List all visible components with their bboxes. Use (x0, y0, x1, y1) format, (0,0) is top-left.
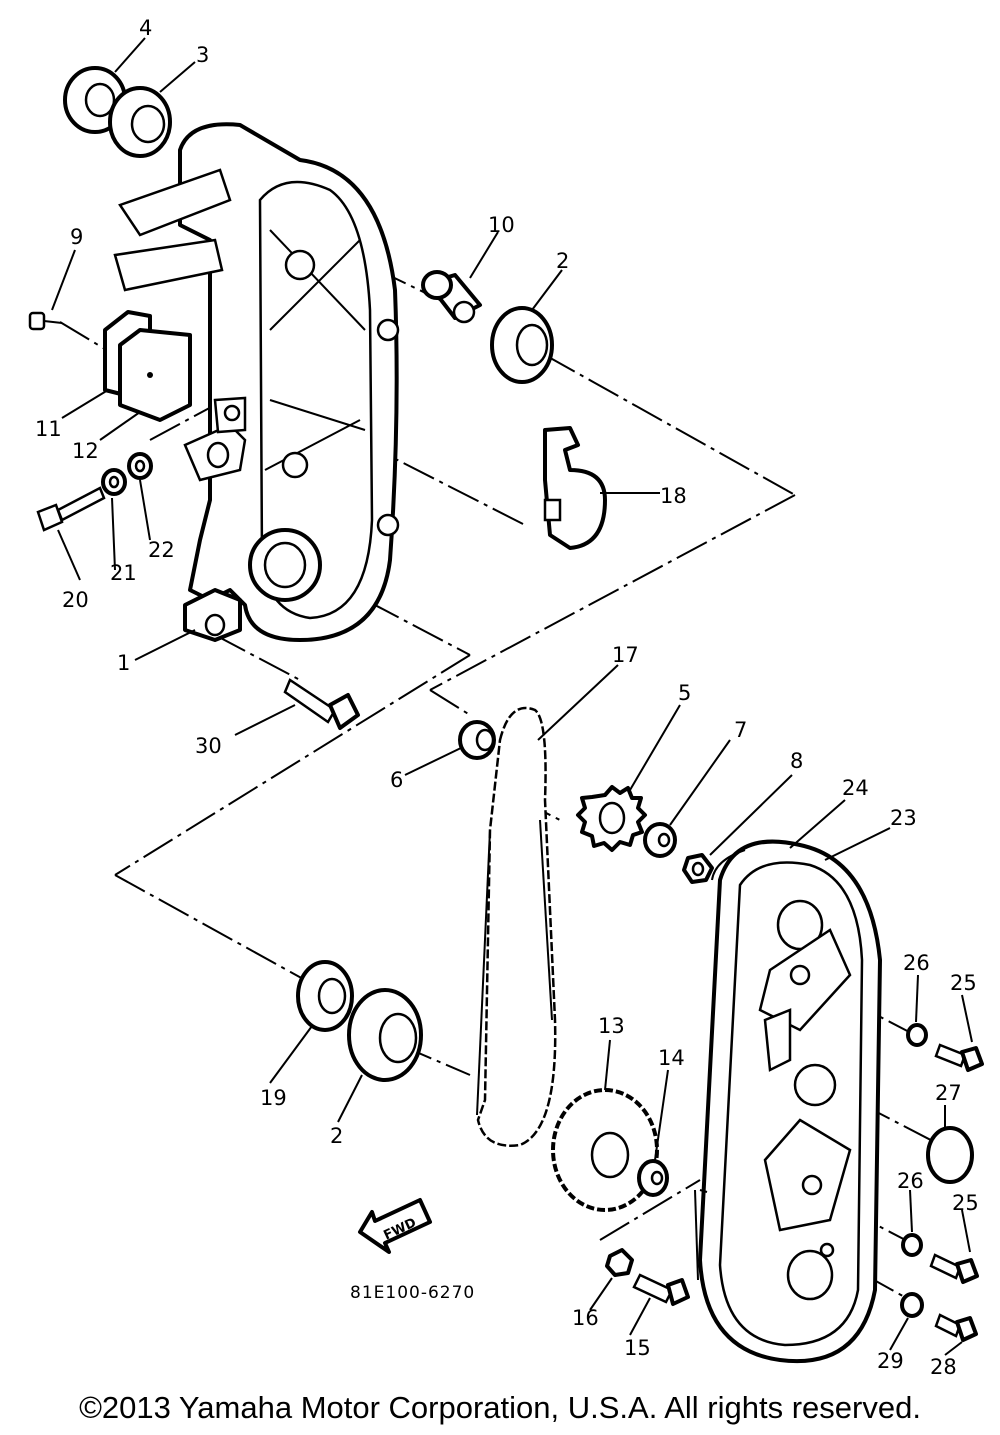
nut-17 (605, 1248, 634, 1277)
callout-26-lower: 26 (897, 1169, 924, 1193)
collar-6 (421, 270, 482, 324)
callout-1: 1 (117, 651, 130, 675)
exploded-parts-diagram: FWD 4 3 (28, 16, 984, 1379)
callout-4: 3 (196, 43, 209, 67)
washer-12 (643, 822, 677, 858)
callout-22: 22 (148, 538, 175, 562)
bearing-2-lower (347, 988, 423, 1082)
bolt-16 (632, 1273, 690, 1306)
leader-lines (51, 37, 973, 1356)
forward-arrow-icon: FWD (358, 1198, 432, 1254)
nut-13 (682, 853, 714, 884)
sprocket-10 (576, 785, 647, 852)
callout-3: 19 (260, 1086, 287, 1110)
callout-18: 17 (612, 643, 639, 667)
screw-9 (28, 311, 63, 331)
cover-gasket-24 (694, 849, 746, 1281)
callout-10: 5 (678, 681, 691, 705)
callout-25-lower: 25 (952, 1191, 979, 1215)
washer-21 (101, 468, 127, 496)
callout-numbers: 4 3 9 10 2 11 12 18 22 21 20 1 17 5 7 30… (35, 16, 979, 1379)
callout-6: 10 (488, 213, 515, 237)
bearing-4 (108, 86, 172, 158)
callout-16: 15 (624, 1336, 651, 1360)
bearing-2-upper (490, 306, 554, 384)
callout-20: 20 (62, 588, 89, 612)
callout-2-lower: 2 (330, 1124, 343, 1148)
callout-15: 14 (658, 1046, 685, 1070)
callout-26-upper: 26 (903, 951, 930, 975)
bolt-25-upper (934, 1043, 984, 1072)
brake-pad-8 (118, 328, 192, 422)
callout-19: 18 (660, 484, 687, 508)
callout-7: 11 (35, 417, 62, 441)
callout-24: 24 (842, 776, 869, 800)
washer-15 (637, 1159, 669, 1197)
washer-22 (127, 452, 153, 480)
callout-23: 23 (890, 806, 917, 830)
washer-26-upper (906, 1023, 928, 1047)
callout-21: 21 (110, 561, 137, 585)
chain-tensioner-19 (543, 426, 607, 550)
callout-5: 4 (139, 16, 152, 40)
bolt-28 (934, 1313, 978, 1342)
callout-13: 8 (790, 749, 803, 773)
washer-26-lower (901, 1233, 923, 1257)
callout-29: 29 (877, 1349, 904, 1373)
washer-29 (900, 1292, 924, 1318)
bolt-20 (36, 486, 106, 532)
plug-27 (926, 1126, 974, 1184)
drive-chain-18 (476, 706, 557, 1147)
spacer-11 (458, 720, 496, 760)
callout-12: 7 (734, 718, 747, 742)
callout-25-upper: 25 (950, 971, 977, 995)
callout-28: 28 (930, 1355, 957, 1379)
callout-17: 16 (572, 1306, 599, 1330)
callout-27: 27 (935, 1081, 962, 1105)
callout-2-upper: 2 (556, 249, 569, 273)
sprocket-14 (551, 1088, 659, 1212)
callout-11: 6 (390, 768, 403, 792)
copyright-notice: ©2013 Yamaha Motor Corporation, U.S.A. A… (79, 1390, 921, 1425)
bearing-3 (296, 960, 354, 1032)
callout-8: 12 (72, 439, 99, 463)
chaincase-cover-23 (698, 839, 882, 1364)
chaincase-housing (113, 122, 400, 642)
callout-14: 13 (598, 1014, 625, 1038)
bolt-30 (283, 678, 360, 730)
callout-9: 9 (70, 225, 83, 249)
part-number-code: 81E100-6270 (350, 1283, 475, 1303)
callout-30: 30 (195, 734, 222, 758)
bolt-25-lower (929, 1253, 979, 1284)
